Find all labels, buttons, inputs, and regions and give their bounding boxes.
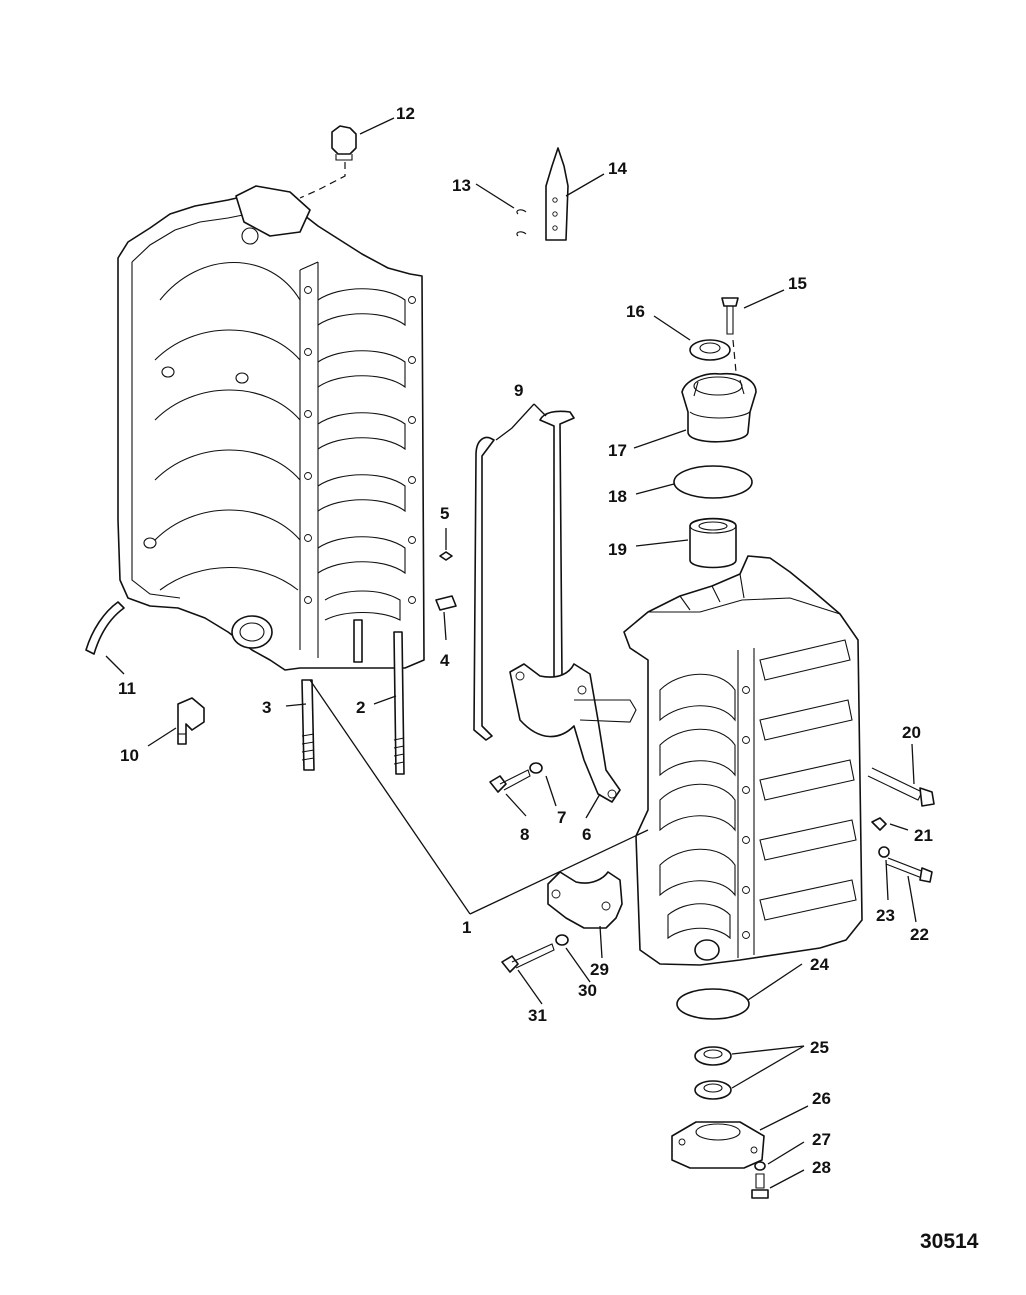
- callout-1: 1: [462, 918, 471, 937]
- callout-9: 9: [514, 381, 523, 400]
- plug-12: [331, 125, 357, 161]
- callout-29: 29: [590, 960, 609, 979]
- screw-31: [501, 943, 555, 973]
- callout-labels: 1 2 3 4 5 6 7 8 9 10 11 12 13 14 15 16 1…: [118, 104, 933, 1177]
- callout-31: 31: [528, 1006, 547, 1025]
- washer-27: [754, 1161, 766, 1171]
- callout-14: 14: [608, 159, 627, 178]
- screw-28: [751, 1173, 769, 1199]
- callout-25: 25: [810, 1038, 829, 1057]
- callout-10: 10: [120, 746, 139, 765]
- crankcase-cover: [117, 185, 425, 671]
- callout-6: 6: [582, 825, 591, 844]
- callout-2: 2: [356, 698, 365, 717]
- callout-15: 15: [788, 274, 807, 293]
- callout-13: 13: [452, 176, 471, 195]
- callout-20: 20: [902, 723, 921, 742]
- callout-3: 3: [262, 698, 271, 717]
- callout-17: 17: [608, 441, 627, 460]
- o-ring-18: [673, 465, 753, 499]
- screw-22: [885, 857, 933, 883]
- bearing-strap-6: [509, 663, 637, 803]
- screw-15: [721, 297, 739, 335]
- callout-24: 24: [810, 955, 829, 974]
- bolt-20: [867, 767, 935, 807]
- o-ring-24: [676, 988, 750, 1020]
- upper-end-cap-17: [681, 372, 757, 443]
- washer-30: [555, 934, 569, 946]
- stud-2: [393, 631, 405, 775]
- callout-18: 18: [608, 487, 627, 506]
- callout-5: 5: [440, 504, 449, 523]
- figure-number: 30514: [920, 1230, 979, 1253]
- bearing-strap-29: [547, 871, 623, 929]
- callout-19: 19: [608, 540, 627, 559]
- stud-3: [301, 679, 315, 771]
- leader-lines: [105, 117, 917, 1189]
- lower-end-cap-26: [671, 1121, 765, 1169]
- washer-7: [529, 762, 543, 774]
- callout-28: 28: [812, 1158, 831, 1177]
- screw-8: [489, 769, 531, 793]
- callout-26: 26: [812, 1089, 831, 1108]
- callout-22: 22: [910, 925, 929, 944]
- seal-16: [689, 339, 731, 361]
- pin-5: [439, 551, 453, 561]
- callout-16: 16: [626, 302, 645, 321]
- callout-7: 7: [557, 808, 566, 827]
- seals-25: [694, 1046, 732, 1100]
- callout-8: 8: [520, 825, 529, 844]
- bearing-19: [689, 517, 737, 569]
- pointer-14: [545, 147, 569, 241]
- callout-21: 21: [914, 826, 933, 845]
- dowel-4: [435, 595, 457, 611]
- cylinder-block: [623, 555, 863, 966]
- callout-30: 30: [578, 981, 597, 1000]
- nut-21: [871, 817, 887, 831]
- retaining-rings-13: [516, 209, 527, 237]
- hose-11: [85, 601, 125, 655]
- callout-4: 4: [440, 651, 450, 670]
- callout-12: 12: [396, 104, 415, 123]
- elbow-fitting-10: [177, 697, 205, 745]
- callout-11: 11: [118, 679, 136, 698]
- washer-23: [878, 846, 890, 858]
- callout-27: 27: [812, 1130, 831, 1149]
- callout-23: 23: [876, 906, 895, 925]
